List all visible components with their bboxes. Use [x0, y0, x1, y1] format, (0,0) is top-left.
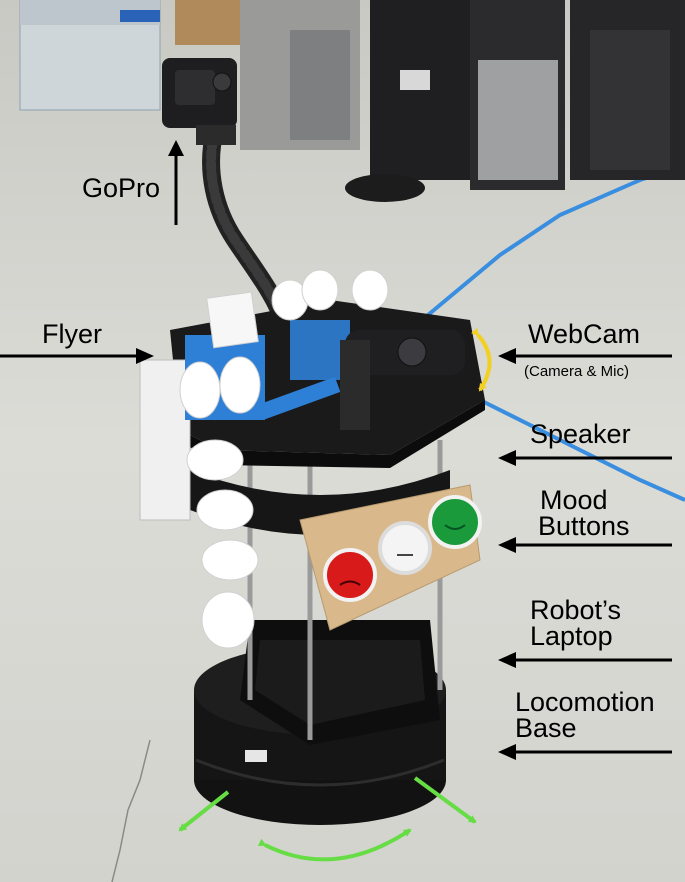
flyer-holder: [139, 269, 389, 649]
speaker-label: Speaker: [530, 419, 631, 449]
webcam-tilt-arrow: [471, 327, 492, 392]
base-label-line2: Base: [515, 713, 577, 743]
floor-tape-line-lower: [479, 398, 685, 502]
background-clutter: [19, 0, 685, 202]
gopro-label: GoPro: [82, 173, 161, 203]
webcam-label: WebCam: [528, 319, 641, 349]
mood-button-happy: [428, 495, 482, 549]
mood-button-sad: [323, 548, 377, 602]
mood-button-neutral: [378, 521, 432, 575]
mood-label-line1: Mood: [540, 485, 608, 515]
mood-buttons-box: [299, 484, 482, 631]
webcam-sublabel: (Camera & Mic): [524, 363, 630, 380]
base-label-line1: Locomotion: [515, 687, 655, 717]
laptop-label-line2: Laptop: [530, 621, 613, 651]
webcam: [340, 330, 465, 430]
laptop-label-line1: Robot’s: [530, 595, 622, 625]
flyer-label: Flyer: [42, 319, 102, 349]
mood-label-line2: Buttons: [538, 511, 630, 541]
annotation-arrows: [0, 140, 672, 760]
floor-crack: [111, 739, 151, 882]
motion-arrows: [178, 776, 477, 862]
robot-laptop: [240, 620, 440, 745]
